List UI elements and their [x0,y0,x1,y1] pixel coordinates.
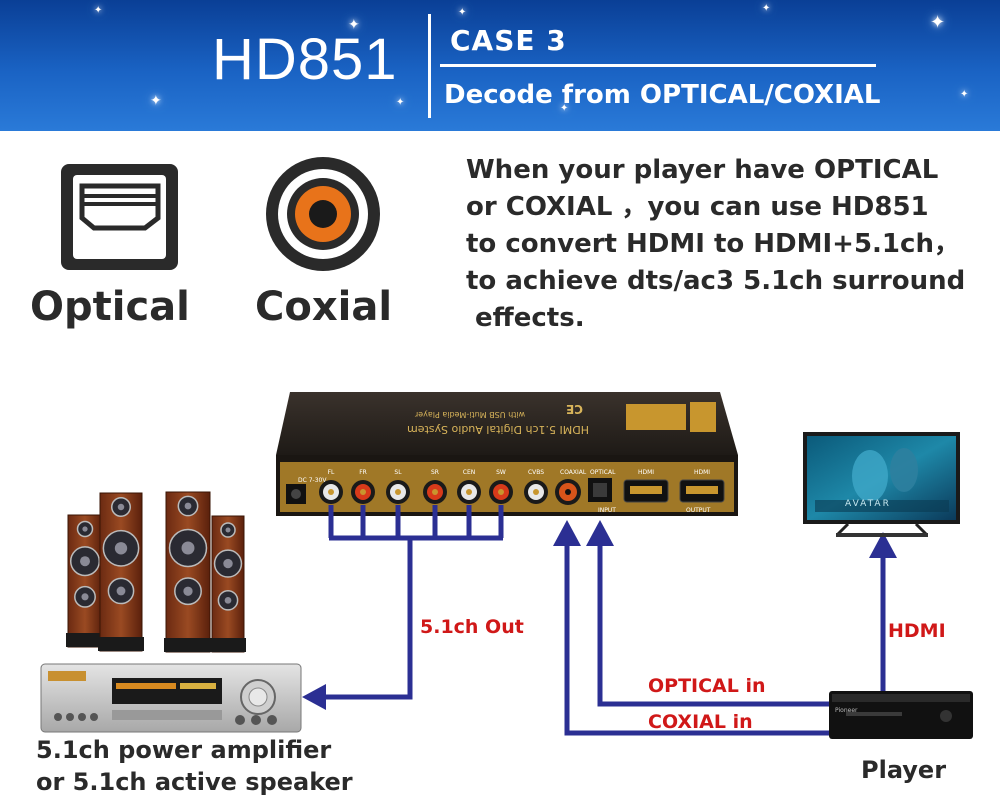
device-subtitle-text: with USB Muti-Media Player [414,410,525,419]
rca-port-label: FL [328,469,335,476]
hdmi-connection-label: HDMI [888,620,946,642]
rca-output-ports: FL FR SL SR CEN SW CVBS [319,469,548,504]
speaker-driver-cap [117,503,125,511]
surround-out-label: 5.1ch Out [420,616,524,638]
speaker-driver-cap [114,542,128,555]
banner-underline [440,64,876,67]
rca-port-pin [328,489,334,495]
hdmi-arrowhead [869,532,897,558]
coaxial-in-label: COXIAL in [648,711,753,733]
port-hdmi-out-label: HDMI [694,469,710,476]
speaker-driver-cap [184,502,192,510]
port-optical-label: OPTICAL [590,469,616,476]
rca-port-label: CEN [463,469,475,476]
input-group-label: INPUT [598,507,616,514]
model-title: HD851 [212,27,398,92]
port-coaxial-label: COAXIAL [560,469,587,476]
input-wires [564,540,886,736]
coaxial-label: Coxial [255,284,393,330]
speaker-driver-cap [224,596,232,604]
optical-arrowhead [586,520,614,546]
speaker-driver-cap [225,527,231,533]
case-label: CASE 3 [450,24,567,57]
banner-divider [428,14,431,118]
output-group-label: OUTPUT [686,507,711,514]
rca-port-pin [432,489,438,495]
optical-in-label: OPTICAL in [648,675,766,697]
banner-subtitle: Decode from OPTICAL/COXIAL [444,80,881,110]
sparkle-icon: ✦ [560,103,569,114]
svg-text:CE: CE [566,402,583,416]
media-player-device: Pioneer [829,691,973,739]
speaker-driver-cap [181,541,195,555]
speaker-driver-cap [81,593,89,601]
amplifier-label: 5.1ch power amplifier or 5.1ch active sp… [36,736,353,796]
optical-port-icon [61,164,178,270]
rca-port-label: SL [394,469,402,476]
sparkle-icon: ✦ [396,97,405,108]
surround-output-wires [324,505,504,700]
port-hdmi-in-label: HDMI [638,469,654,476]
rca-port-label: SW [496,469,506,476]
tv-display: AVATAR [803,432,960,537]
header-banner: ✦ ✦ ✦ ✦ ✦ ✦ ✦ ✦ ✦ HD851 CASE 3 Decode fr… [0,0,1000,131]
rca-port-pin [395,489,401,495]
sparkle-icon: ✦ [762,3,771,14]
speaker-cabinet [99,492,143,652]
speaker-base [210,638,246,652]
coaxial-arrowhead [553,520,581,546]
rca-port-pin [360,489,366,495]
rca-port-pin [466,489,472,495]
sparkle-icon: ✦ [930,12,946,33]
speaker-cabinet [211,515,245,653]
rca-port-label: SR [431,469,439,476]
rca-port-pin [533,489,539,495]
coaxial-port-icon [266,157,380,271]
speaker-driver-cap [223,558,233,569]
rca-port-label: CVBS [528,469,544,476]
sparkle-icon: ✦ [458,7,467,18]
amplifier-arrowhead [302,684,326,710]
sparkle-icon: ✦ [150,93,162,109]
speaker-base [98,637,144,651]
speaker-driver-cap [82,526,88,532]
svg-text:Pioneer: Pioneer [835,707,858,714]
power-label: DC 7-30V [298,477,327,484]
svg-text:AVATAR: AVATAR [845,499,891,509]
rca-port-pin [498,489,504,495]
player-label: Player [861,756,946,784]
device-title-text: HDMI 5.1ch Digital Audio System [407,423,589,436]
speaker-driver-cap [183,586,193,596]
speaker-set [66,491,246,653]
rca-port-label: FR [359,469,367,476]
optical-label: Optical [30,284,190,330]
sparkle-icon: ✦ [960,89,969,100]
speaker-driver-cap [116,586,126,596]
input-ports: COAXIAL OPTICAL HDMI HDMI INPUT OUTPUT [555,469,725,514]
amplifier-device [40,663,302,733]
speaker-base [66,633,104,647]
speaker-driver-cap [80,556,90,567]
sparkle-icon: ✦ [348,17,360,33]
description-text: When your player have OPTICAL or COXIAL … [466,155,966,333]
sparkle-icon: ✦ [94,5,103,16]
speaker-base [164,638,212,652]
